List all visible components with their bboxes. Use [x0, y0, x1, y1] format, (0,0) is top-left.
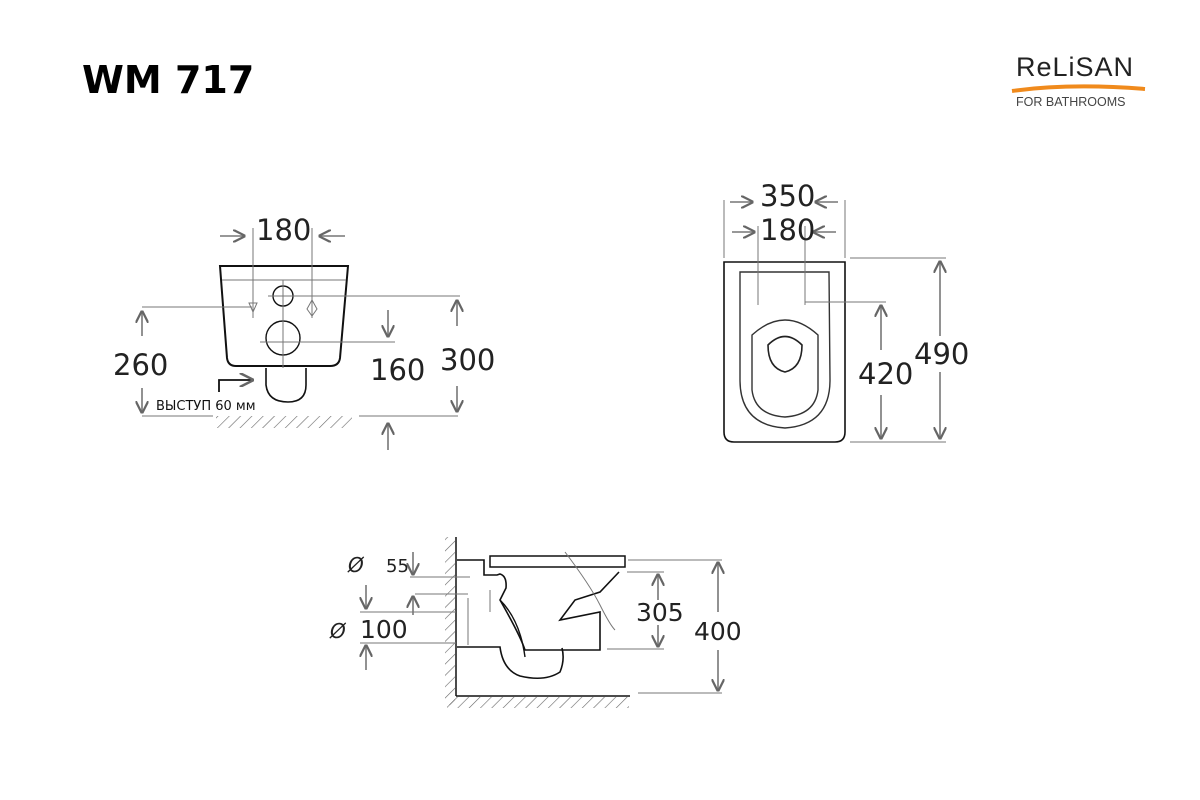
large-pipe-dimension: 100	[360, 615, 408, 644]
front-width-dimension: 180	[256, 213, 311, 247]
logo-brand-name: ReLiSAN	[1016, 52, 1135, 82]
top-inner-width-dimension: 180	[760, 213, 815, 247]
front-center-height-dimension: 160	[370, 353, 425, 387]
product-title: WM 717	[82, 58, 255, 102]
small-pipe-dimension: 55	[386, 556, 409, 577]
logo-swoosh-icon	[1011, 84, 1146, 93]
top-view: 350 180 420 490	[723, 179, 969, 443]
side-view: Ø 55 Ø 100 305 400	[329, 537, 742, 708]
brand-logo: ReLiSAN FOR BATHROOMS	[1010, 52, 1150, 112]
floor-hatch	[447, 697, 629, 708]
front-total-height-dimension: 300	[440, 343, 495, 377]
bowl-height-dimension: 305	[636, 598, 684, 627]
top-total-width-dimension: 350	[760, 179, 815, 213]
front-left-height-dimension: 260	[113, 348, 168, 382]
total-height-dimension: 400	[694, 617, 742, 646]
wall-hatch	[445, 537, 455, 705]
front-view: 180 260 160 300 ВЫСТУП 60 мм	[113, 213, 495, 450]
protrusion-note: ВЫСТУП 60 мм	[156, 399, 256, 414]
floor-hatch	[216, 416, 352, 428]
top-total-length-dimension: 490	[914, 337, 969, 371]
top-inner-length-dimension: 420	[858, 357, 913, 391]
large-pipe-diameter-symbol: Ø	[329, 619, 347, 643]
logo-tagline: FOR BATHROOMS	[1016, 95, 1126, 109]
small-pipe-diameter-symbol: Ø	[347, 553, 365, 577]
